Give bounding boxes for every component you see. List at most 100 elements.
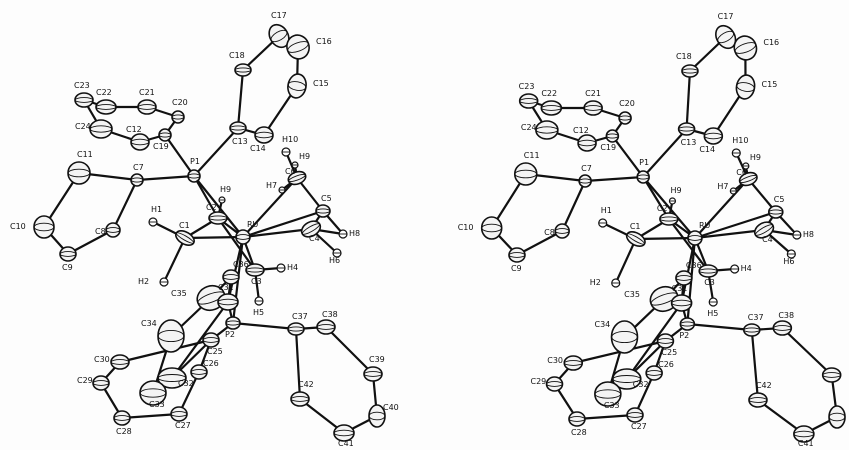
left-label-C17: C17 [271,11,287,20]
right-label-RU: RU [699,221,711,230]
left-bond-C2-C3 [216,216,257,272]
left-atom-C31-axis [217,298,239,306]
left-label-C15: C15 [313,79,329,88]
right-label-C4: C4 [762,235,773,244]
right-bond-RU-C1 [634,236,697,241]
left-label-H4: H4 [287,263,298,272]
right-atom-C10-axis [481,223,502,233]
right-bond-C38-C39 [781,326,833,377]
right-atom-C22 [540,100,563,116]
right-label-P1: P1 [639,158,649,167]
left-label-C16: C16 [316,37,332,46]
left-atom-C28 [113,410,131,426]
right-label-C12: C12 [573,126,589,135]
left-atom-C21-axis [137,104,157,110]
right-atom-C37-axis [743,327,761,333]
left-atom-P1-axis [187,173,201,179]
left-atom-C38-axis [316,324,336,330]
right-atom-P1-axis [636,174,650,180]
right-atom-C36 [675,270,693,286]
left-atom-C7 [130,173,144,187]
left-bond-C38-C39 [324,325,375,376]
right-bond-RU-C4 [693,228,766,240]
left-label-H9: H9 [220,185,231,194]
left-atom-C23-axis [74,97,94,103]
right-atom-C8 [554,223,570,239]
left-label-C36: C36 [233,260,249,269]
right-atom-C5-axis [768,209,784,215]
right-atom-C17-axis [717,30,735,44]
left-label-C18: C18 [229,51,245,60]
left-atom-C20-axis [171,114,185,120]
left-label-H7: H7 [266,181,277,190]
right-label-C18: C18 [676,52,692,61]
left-bond-C8-C7 [111,178,139,232]
left-label-C14: C14 [250,144,266,153]
left-atom-C42-axis [290,396,310,402]
left-bond-RU-C5 [241,209,325,239]
right-atom-C20 [618,111,632,125]
right-label-C31: C31 [672,284,688,293]
left-label-C38: C38 [322,310,338,319]
right-atom-RU [687,230,703,246]
right-atom-C11-axis [514,169,537,179]
left-atom-C11-axis [67,168,91,178]
right-atom-C40-axis [828,412,846,422]
right-label-C3: C3 [704,278,715,287]
right-label-H6: H6 [783,257,794,266]
left-atom-C29-axis [92,380,110,386]
right-bond-RU-C5 [693,210,777,240]
right-atom-C3 [698,264,719,278]
right-atom-C29-axis [546,381,563,387]
left-label-RU: RU [247,220,259,229]
right-atom-C15 [735,74,756,100]
right-label-C27: C27 [631,422,647,431]
right-bond-C27-C28 [575,413,637,421]
left-atom-C13-axis [229,125,247,131]
right-atom-C7 [578,174,592,188]
right-atom-C15-axis [736,82,755,92]
right-bond-C8-C7 [561,179,587,233]
left-label-C28: C28 [116,427,132,436]
left-label-C31: C31 [218,283,234,292]
right-atom-C31 [670,294,693,312]
left-atom-C12 [130,133,150,151]
right-atom-C20-axis [618,115,632,121]
left-atom-C39 [363,366,383,382]
right-label-C9: C9 [511,264,522,273]
right-label-C10: C10 [458,223,474,232]
left-atom-C39-axis [363,371,383,377]
left-bond-P1-RU [192,174,245,239]
left-label-C12: C12 [126,125,142,134]
left-label-C11: C11 [77,150,93,159]
right-bond-RU-C6 [693,177,750,240]
right-bond-P2-C37 [686,322,753,332]
left-atom-RU [235,229,251,245]
right-bond-C2-C3 [667,217,710,273]
right-atom-C7-axis [578,178,592,184]
right-label-H9: H9 [670,186,681,195]
left-label-C22: C22 [96,88,112,97]
left-label-C13: C13 [232,137,248,146]
right-atom-C13 [677,122,696,136]
left-atom-C29 [92,375,110,391]
right-atom-C42-axis [748,397,768,403]
left-atom-C18 [234,63,252,77]
right-label-C6: C6 [736,168,747,177]
right-atom-C19 [605,129,620,143]
left-atom-C37-axis [287,326,305,332]
right-atom-C28-axis [568,416,586,422]
left-label-C40: C40 [383,403,399,412]
left-label-C23: C23 [74,81,90,90]
right-label-C29: C29 [531,377,547,386]
left-atom-C15-axis [287,81,307,91]
left-label-C37: C37 [292,312,308,321]
right-label-C11: C11 [524,151,540,160]
left-atom-C27 [170,406,188,422]
left-label-C24: C24 [75,122,91,131]
left-atom-C12-axis [130,138,150,146]
left-atom-C38 [316,319,336,335]
